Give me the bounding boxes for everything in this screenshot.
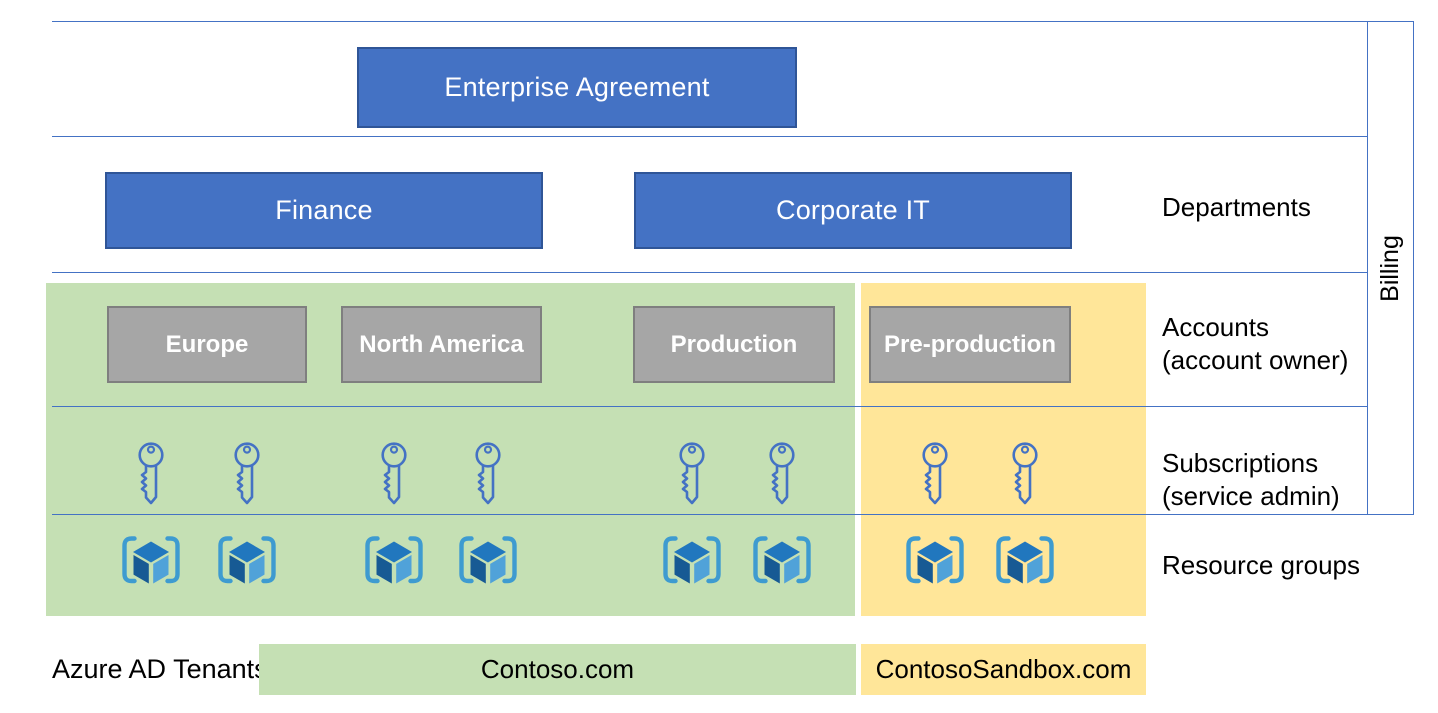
resource-group-cube-icon: [457, 532, 519, 594]
account-box-europe: Europe: [107, 306, 307, 383]
resource-group-cube-icon: [216, 532, 278, 594]
resource-group-cube-icon: [120, 532, 182, 594]
row-label-subscriptions-line1: Subscriptions: [1162, 448, 1319, 478]
divider-line-accounts-subscriptions: [52, 406, 1367, 407]
key-icon: [674, 441, 710, 505]
account-label: Pre-production: [884, 330, 1056, 358]
key-icon: [133, 441, 169, 505]
billing-box: Billing: [1367, 21, 1414, 515]
resource-group-cube-icon: [363, 532, 425, 594]
account-box-north-america: North America: [341, 306, 542, 383]
row-label-subscriptions: Subscriptions (service admin): [1162, 447, 1340, 513]
account-label: North America: [359, 330, 524, 358]
resource-group-cube-icon: [904, 532, 966, 594]
row-label-accounts-line2: (account owner): [1162, 345, 1349, 375]
row-label-subscriptions-line2: (service admin): [1162, 481, 1340, 511]
key-icon: [917, 441, 953, 505]
account-label: Production: [670, 330, 798, 358]
department-box-corporate-it: Corporate IT: [634, 172, 1072, 249]
key-icon: [470, 441, 506, 505]
row-label-accounts-line1: Accounts: [1162, 312, 1269, 342]
tenant-label: ContosoSandbox.com: [875, 654, 1132, 684]
resource-group-cube-icon: [994, 532, 1056, 594]
tenant-box-contoso: Contoso.com: [259, 644, 856, 695]
divider-line-departments-accounts: [52, 272, 1367, 273]
billing-label: Billing: [1376, 234, 1405, 302]
key-icon: [1007, 441, 1043, 505]
resource-group-cube-icon: [751, 532, 813, 594]
account-label: Europe: [165, 330, 249, 358]
row-label-departments: Departments: [1162, 192, 1311, 222]
key-icon: [229, 441, 265, 505]
row-label-resource-groups: Resource groups: [1162, 550, 1360, 580]
key-icon: [376, 441, 412, 505]
divider-line-top: [52, 21, 1367, 22]
enterprise-agreement-label: Enterprise Agreement: [444, 72, 710, 102]
tenant-label: Contoso.com: [480, 654, 635, 684]
department-label: Corporate IT: [776, 195, 930, 225]
row-label-accounts: Accounts (account owner): [1162, 311, 1348, 377]
tenant-box-contososandbox: ContosoSandbox.com: [861, 644, 1146, 695]
department-box-finance: Finance: [105, 172, 543, 249]
enterprise-agreement-box: Enterprise Agreement: [357, 47, 797, 128]
divider-line-subscriptions-resourcegroups: [52, 514, 1367, 515]
resource-group-cube-icon: [661, 532, 723, 594]
divider-line-enterprise-departments: [52, 136, 1367, 137]
department-label: Finance: [275, 195, 373, 225]
azure-ad-tenants-label: Azure AD Tenants: [52, 654, 268, 684]
key-icon: [764, 441, 800, 505]
account-box-pre-production: Pre-production: [869, 306, 1071, 383]
account-box-production: Production: [633, 306, 835, 383]
